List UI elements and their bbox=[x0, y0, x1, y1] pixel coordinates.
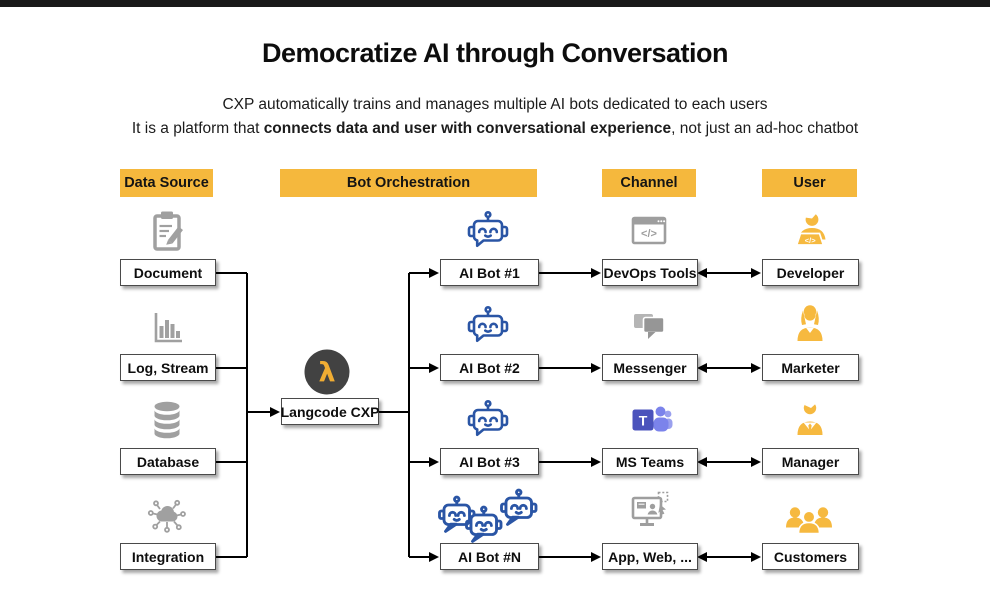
chat-bubbles-icon bbox=[625, 302, 673, 355]
developer-icon: </> bbox=[786, 206, 834, 259]
node-manager: Manager bbox=[762, 448, 859, 475]
header-channel: Channel bbox=[602, 169, 696, 197]
node-integration: Integration bbox=[120, 543, 216, 570]
node-log-stream: Log, Stream bbox=[120, 354, 216, 381]
subtitle-line-1: CXP automatically trains and manages mul… bbox=[222, 96, 768, 113]
app-monitor-icon bbox=[625, 486, 673, 547]
node-ai-bot-3: AI Bot #3 bbox=[440, 448, 539, 475]
node-devops-tools: DevOps Tools bbox=[602, 259, 698, 286]
header-orchestration: Bot Orchestration bbox=[280, 169, 537, 197]
robot-icon bbox=[464, 302, 512, 355]
node-ai-bot-n: AI Bot #N bbox=[440, 543, 539, 570]
top-border bbox=[0, 0, 990, 7]
node-ai-bot-1: AI Bot #1 bbox=[440, 259, 539, 286]
ms-teams-icon: T bbox=[625, 396, 673, 449]
customers-icon bbox=[783, 499, 835, 548]
robot-icon bbox=[464, 396, 512, 449]
robot-icon bbox=[464, 207, 512, 260]
lambda-icon: λ bbox=[303, 348, 351, 401]
node-ai-bot-2: AI Bot #2 bbox=[440, 354, 539, 381]
node-database: Database bbox=[120, 448, 216, 475]
multi-robot-icon bbox=[438, 487, 538, 550]
database-icon bbox=[143, 396, 191, 449]
node-developer: Developer bbox=[762, 259, 859, 286]
node-langcode-cxp: Langcode CXP bbox=[281, 398, 379, 425]
node-ms-teams: MS Teams bbox=[602, 448, 698, 475]
subtitle-line-2: It is a platform that connects data and … bbox=[131, 120, 859, 137]
header-data-source: Data Source bbox=[120, 169, 213, 197]
node-document: Document bbox=[120, 259, 216, 286]
svg-text:T: T bbox=[639, 413, 648, 429]
integration-icon bbox=[143, 491, 191, 544]
node-marketer: Marketer bbox=[762, 354, 859, 381]
header-user: User bbox=[762, 169, 857, 197]
page-title: Democratize AI through Conversation bbox=[261, 38, 729, 68]
devops-browser-icon: </> bbox=[625, 207, 673, 260]
node-messenger: Messenger bbox=[602, 354, 698, 381]
svg-text:</>: </> bbox=[805, 236, 816, 245]
node-customers: Customers bbox=[762, 543, 859, 570]
subtitle: CXP automatically trains and manages mul… bbox=[0, 93, 990, 141]
node-app-web: App, Web, ... bbox=[602, 543, 698, 570]
marketer-icon bbox=[786, 301, 834, 354]
manager-icon bbox=[786, 395, 834, 448]
bar-chart-icon bbox=[143, 302, 191, 355]
clipboard-icon bbox=[143, 207, 191, 260]
svg-text:λ: λ bbox=[318, 358, 335, 389]
svg-text:</>: </> bbox=[641, 228, 657, 240]
